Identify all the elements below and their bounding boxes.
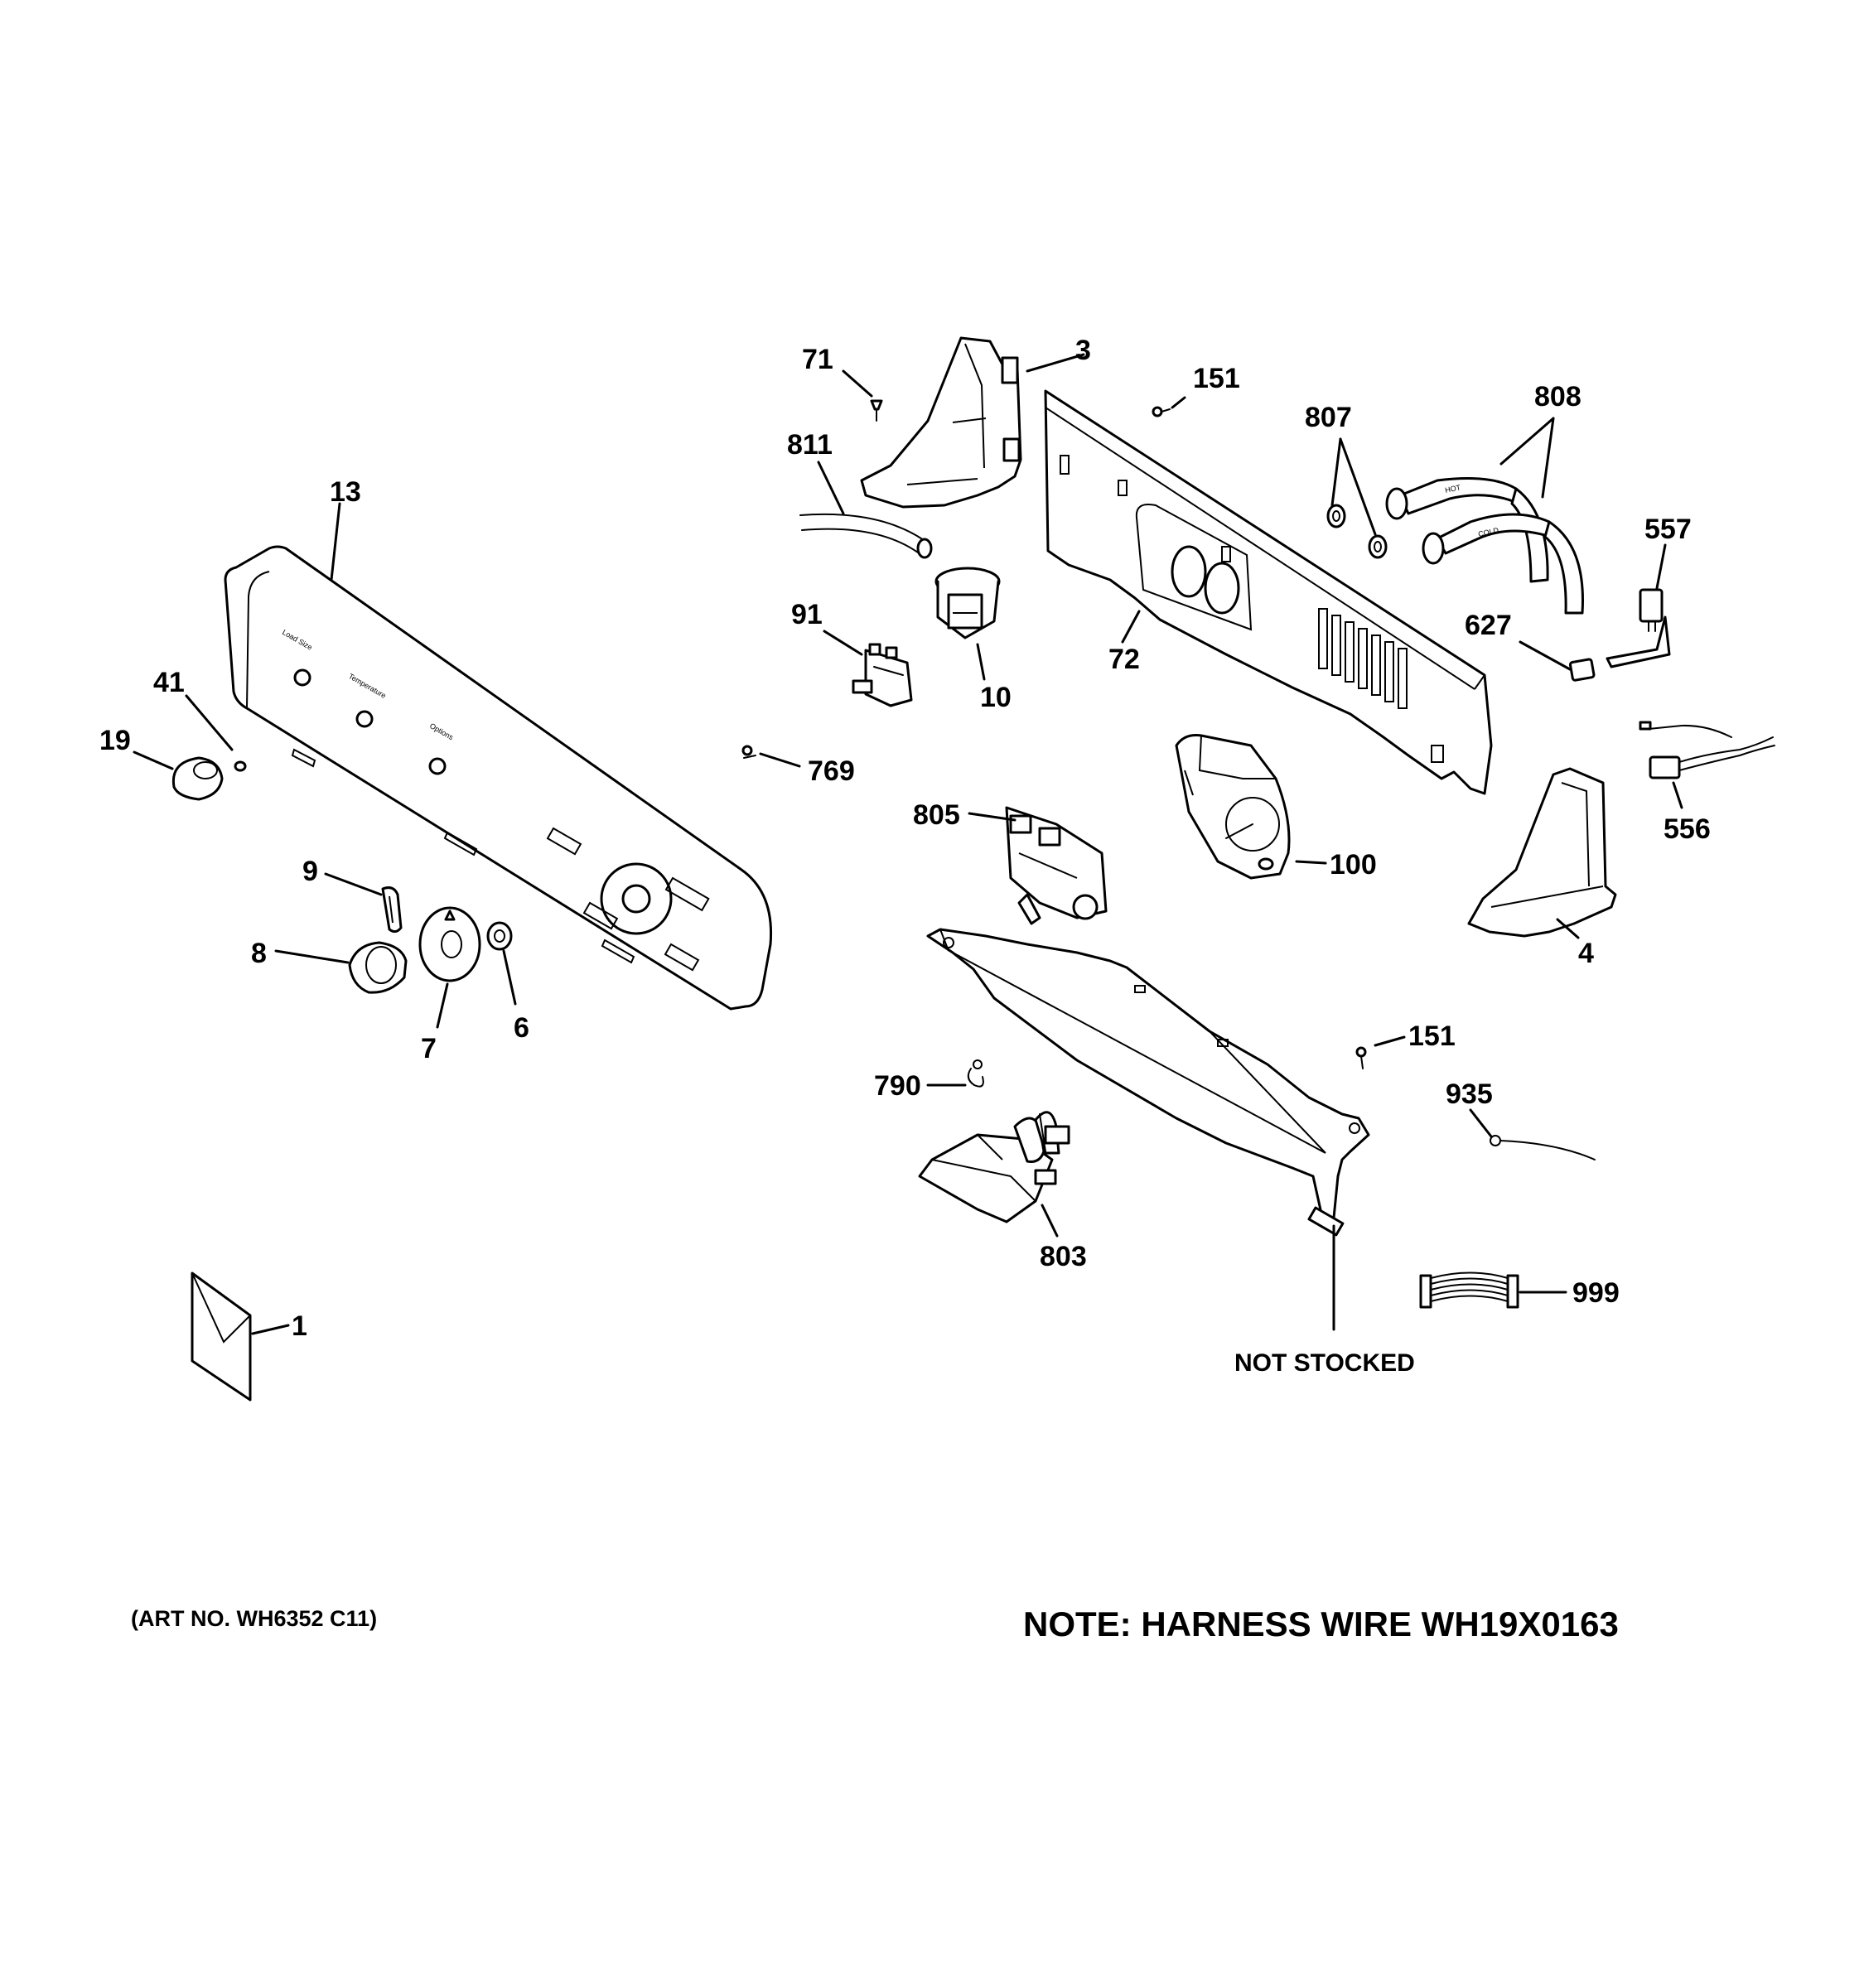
part-935-wire [1490,1135,1596,1160]
part-not-stocked-bracket [926,928,1370,1237]
hose-label-hot: HOT [1444,483,1461,495]
callout-10: 10 [980,682,1012,713]
callout-3: 3 [1075,335,1091,366]
callout-9: 9 [302,856,318,887]
part-6-nut [486,921,513,951]
callout-100: 100 [1330,849,1377,881]
part-807-washers [1326,504,1388,559]
part-10-pressure-switch [934,567,1001,639]
callout-41: 41 [153,667,185,698]
callout-151-upper: 151 [1193,363,1240,394]
part-557-power-cord [1606,588,1671,668]
part-627-clip [1568,658,1596,682]
callout-numbers: 13 3 71 811 10 91 769 72 151 807 808 557… [99,335,1711,1342]
part-8-knob [348,941,408,994]
not-stocked-label: NOT STOCKED [1234,1349,1415,1377]
callout-803: 803 [1040,1241,1087,1272]
part-1-literature [191,1271,252,1402]
callout-769: 769 [808,755,855,787]
part-7-dial [418,906,481,982]
callout-805: 805 [913,799,960,831]
harness-wire-note: NOTE: HARNESS WIRE WH19X0163 [1023,1604,1619,1643]
callout-91: 91 [791,599,823,630]
callout-1: 1 [292,1310,307,1342]
part-803-inlet [918,1111,1070,1223]
part-19-knob [171,756,224,801]
callout-808: 808 [1534,381,1582,413]
callout-627: 627 [1465,610,1512,641]
callout-8: 8 [251,938,267,969]
part-999-harness-wire [1419,1271,1519,1309]
callout-557: 557 [1644,514,1692,545]
art-number: (ART NO. WH6352 C11) [131,1606,377,1631]
part-3-end-cap [860,336,1022,509]
part-91-switch [852,643,913,707]
callout-790: 790 [874,1070,921,1102]
part-151-screw-upper [1152,406,1171,417]
part-13-control-panel: Load Size Temperature Options [224,545,773,1011]
part-9-clip [381,886,403,934]
callout-807: 807 [1305,402,1352,433]
callout-72: 72 [1108,644,1140,675]
part-805-water-valve [1005,806,1108,925]
callout-4: 4 [1578,938,1594,969]
callout-6: 6 [514,1012,529,1044]
part-790-clamp [967,1059,984,1088]
callout-556: 556 [1664,813,1711,845]
callout-71: 71 [802,344,833,375]
callout-19: 19 [99,725,131,756]
callout-999: 999 [1572,1277,1620,1309]
callout-151-lower: 151 [1408,1021,1456,1052]
part-556-connector [1639,721,1775,779]
part-4-end-cap [1467,767,1617,938]
part-808-fill-hoses: HOT COLD [1385,477,1584,615]
part-811-tube [799,513,933,559]
part-72-rear-panel [1044,389,1493,795]
part-41-spring [234,760,247,772]
callout-811: 811 [787,429,833,461]
part-769-screw [741,745,756,759]
part-71-screw [870,399,883,422]
leader-lines [133,353,1683,1335]
part-151-screw-lower [1355,1046,1367,1069]
part-100-timer [1175,734,1291,880]
callout-935: 935 [1446,1078,1493,1110]
callout-7: 7 [421,1033,437,1064]
callout-13: 13 [330,476,361,508]
